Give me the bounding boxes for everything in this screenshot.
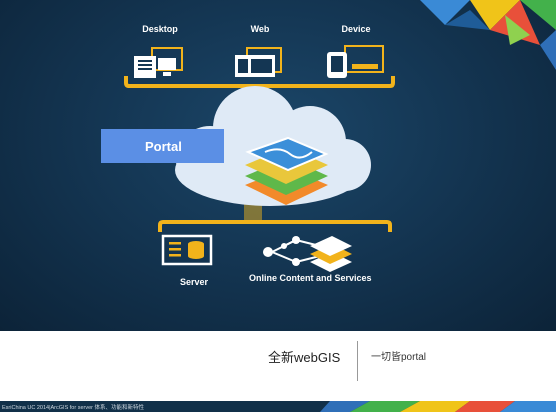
footer-divider (357, 341, 358, 381)
device-label: Device (341, 24, 371, 34)
bottom-bar (0, 401, 556, 412)
server-icon (161, 234, 213, 266)
mobile-device-icon (327, 45, 384, 78)
online-content-label: Online Content and Services (249, 273, 372, 283)
portal-box (101, 129, 224, 163)
decorative-triangles (420, 0, 556, 70)
server-label: Server (180, 277, 209, 287)
desktop-label: Desktop (142, 24, 178, 34)
online-content-icon (263, 236, 352, 272)
map-layers-icon (245, 136, 329, 205)
desktop-icon (134, 47, 183, 78)
portal-label: Portal (145, 139, 182, 154)
diagram-graphics (124, 0, 556, 272)
bottom-bracket (158, 220, 392, 232)
top-bracket (124, 76, 395, 88)
footer-caption: EsriChina UC 2014|ArcGIS for server 体系、功… (2, 405, 145, 411)
footer-left-title: 全新webGIS (268, 350, 341, 365)
web-browser-icon (235, 47, 282, 77)
footer-right-title: 一切皆portal (371, 352, 427, 363)
footer-area (0, 331, 556, 401)
web-label: Web (250, 24, 270, 34)
